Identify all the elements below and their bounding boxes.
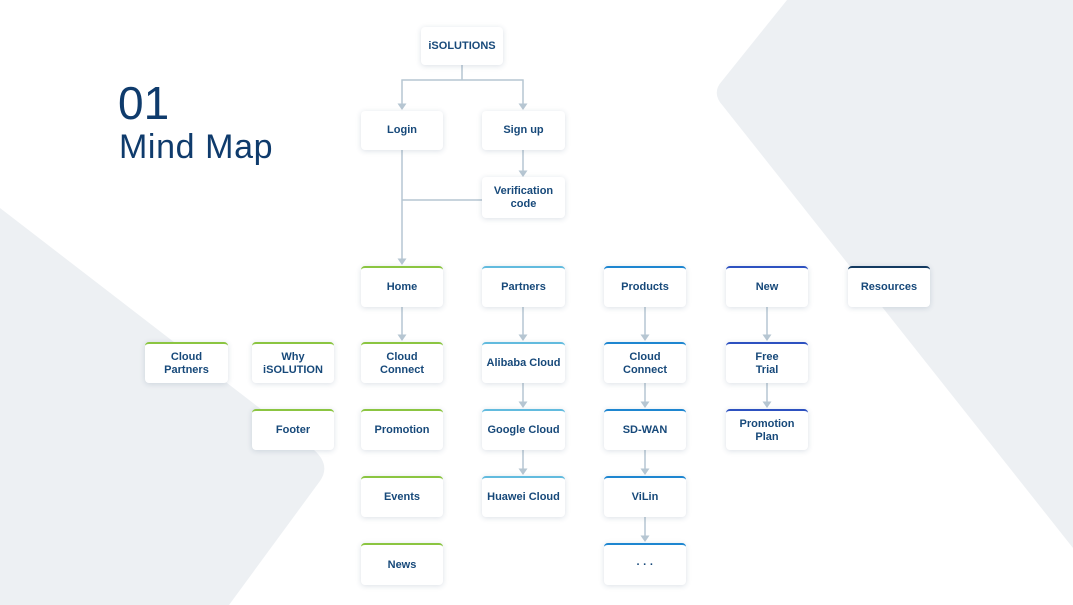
node-footer: Footer <box>252 409 334 450</box>
node-home: Home <box>361 266 443 307</box>
node-google-cloud: Google Cloud <box>482 409 565 450</box>
node-products: Products <box>604 266 686 307</box>
arrowhead-vilin <box>640 468 650 475</box>
node-sign-up: Sign up <box>482 111 565 150</box>
arrowhead-google <box>518 401 528 408</box>
connector-root-to-login-signup <box>401 65 524 104</box>
arrowhead-products-cloud-connect <box>640 334 650 341</box>
arrowhead-login <box>397 103 407 110</box>
node-home-cloud-connect: Cloud Connect <box>361 342 443 383</box>
arrowhead-home-cloud-connect <box>397 334 407 341</box>
node-free-trial: Free Trial <box>726 342 808 383</box>
node-products-cloud-connect: Cloud Connect <box>604 342 686 383</box>
arrowhead-alibaba <box>518 334 528 341</box>
arrowhead-signup <box>518 103 528 110</box>
node-login: Login <box>361 111 443 150</box>
node-partners: Partners <box>482 266 565 307</box>
arrowhead-promotion-plan <box>762 401 772 408</box>
node-why-isolution: Why iSOLUTION <box>252 342 334 383</box>
arrowhead-free-trial <box>762 334 772 341</box>
background-shape-bottom-left <box>0 208 325 605</box>
node-more: · · · <box>604 543 686 585</box>
arrowhead-home <box>397 258 407 265</box>
slide-title: Mind Map <box>119 128 274 166</box>
node-resources: Resources <box>848 266 930 307</box>
arrowhead-huawei <box>518 468 528 475</box>
slide-number: 01 <box>118 77 170 129</box>
node-verification-code: Verification code <box>482 177 565 218</box>
arrowhead-sdwan <box>640 401 650 408</box>
node-sd-wan: SD-WAN <box>604 409 686 450</box>
node-promotion-plan: Promotion Plan <box>726 409 808 450</box>
node-vilin: ViLin <box>604 476 686 517</box>
node-huawei-cloud: Huawei Cloud <box>482 476 565 517</box>
arrowhead-more <box>640 535 650 542</box>
node-promotion: Promotion <box>361 409 443 450</box>
node-alibaba-cloud: Alibaba Cloud <box>482 342 565 383</box>
arrowhead-verification <box>518 170 528 177</box>
node-news: News <box>361 543 443 585</box>
node-root: iSOLUTIONS <box>421 27 503 65</box>
node-cloud-partners: Cloud Partners <box>145 342 228 383</box>
node-events: Events <box>361 476 443 517</box>
node-new: New <box>726 266 808 307</box>
